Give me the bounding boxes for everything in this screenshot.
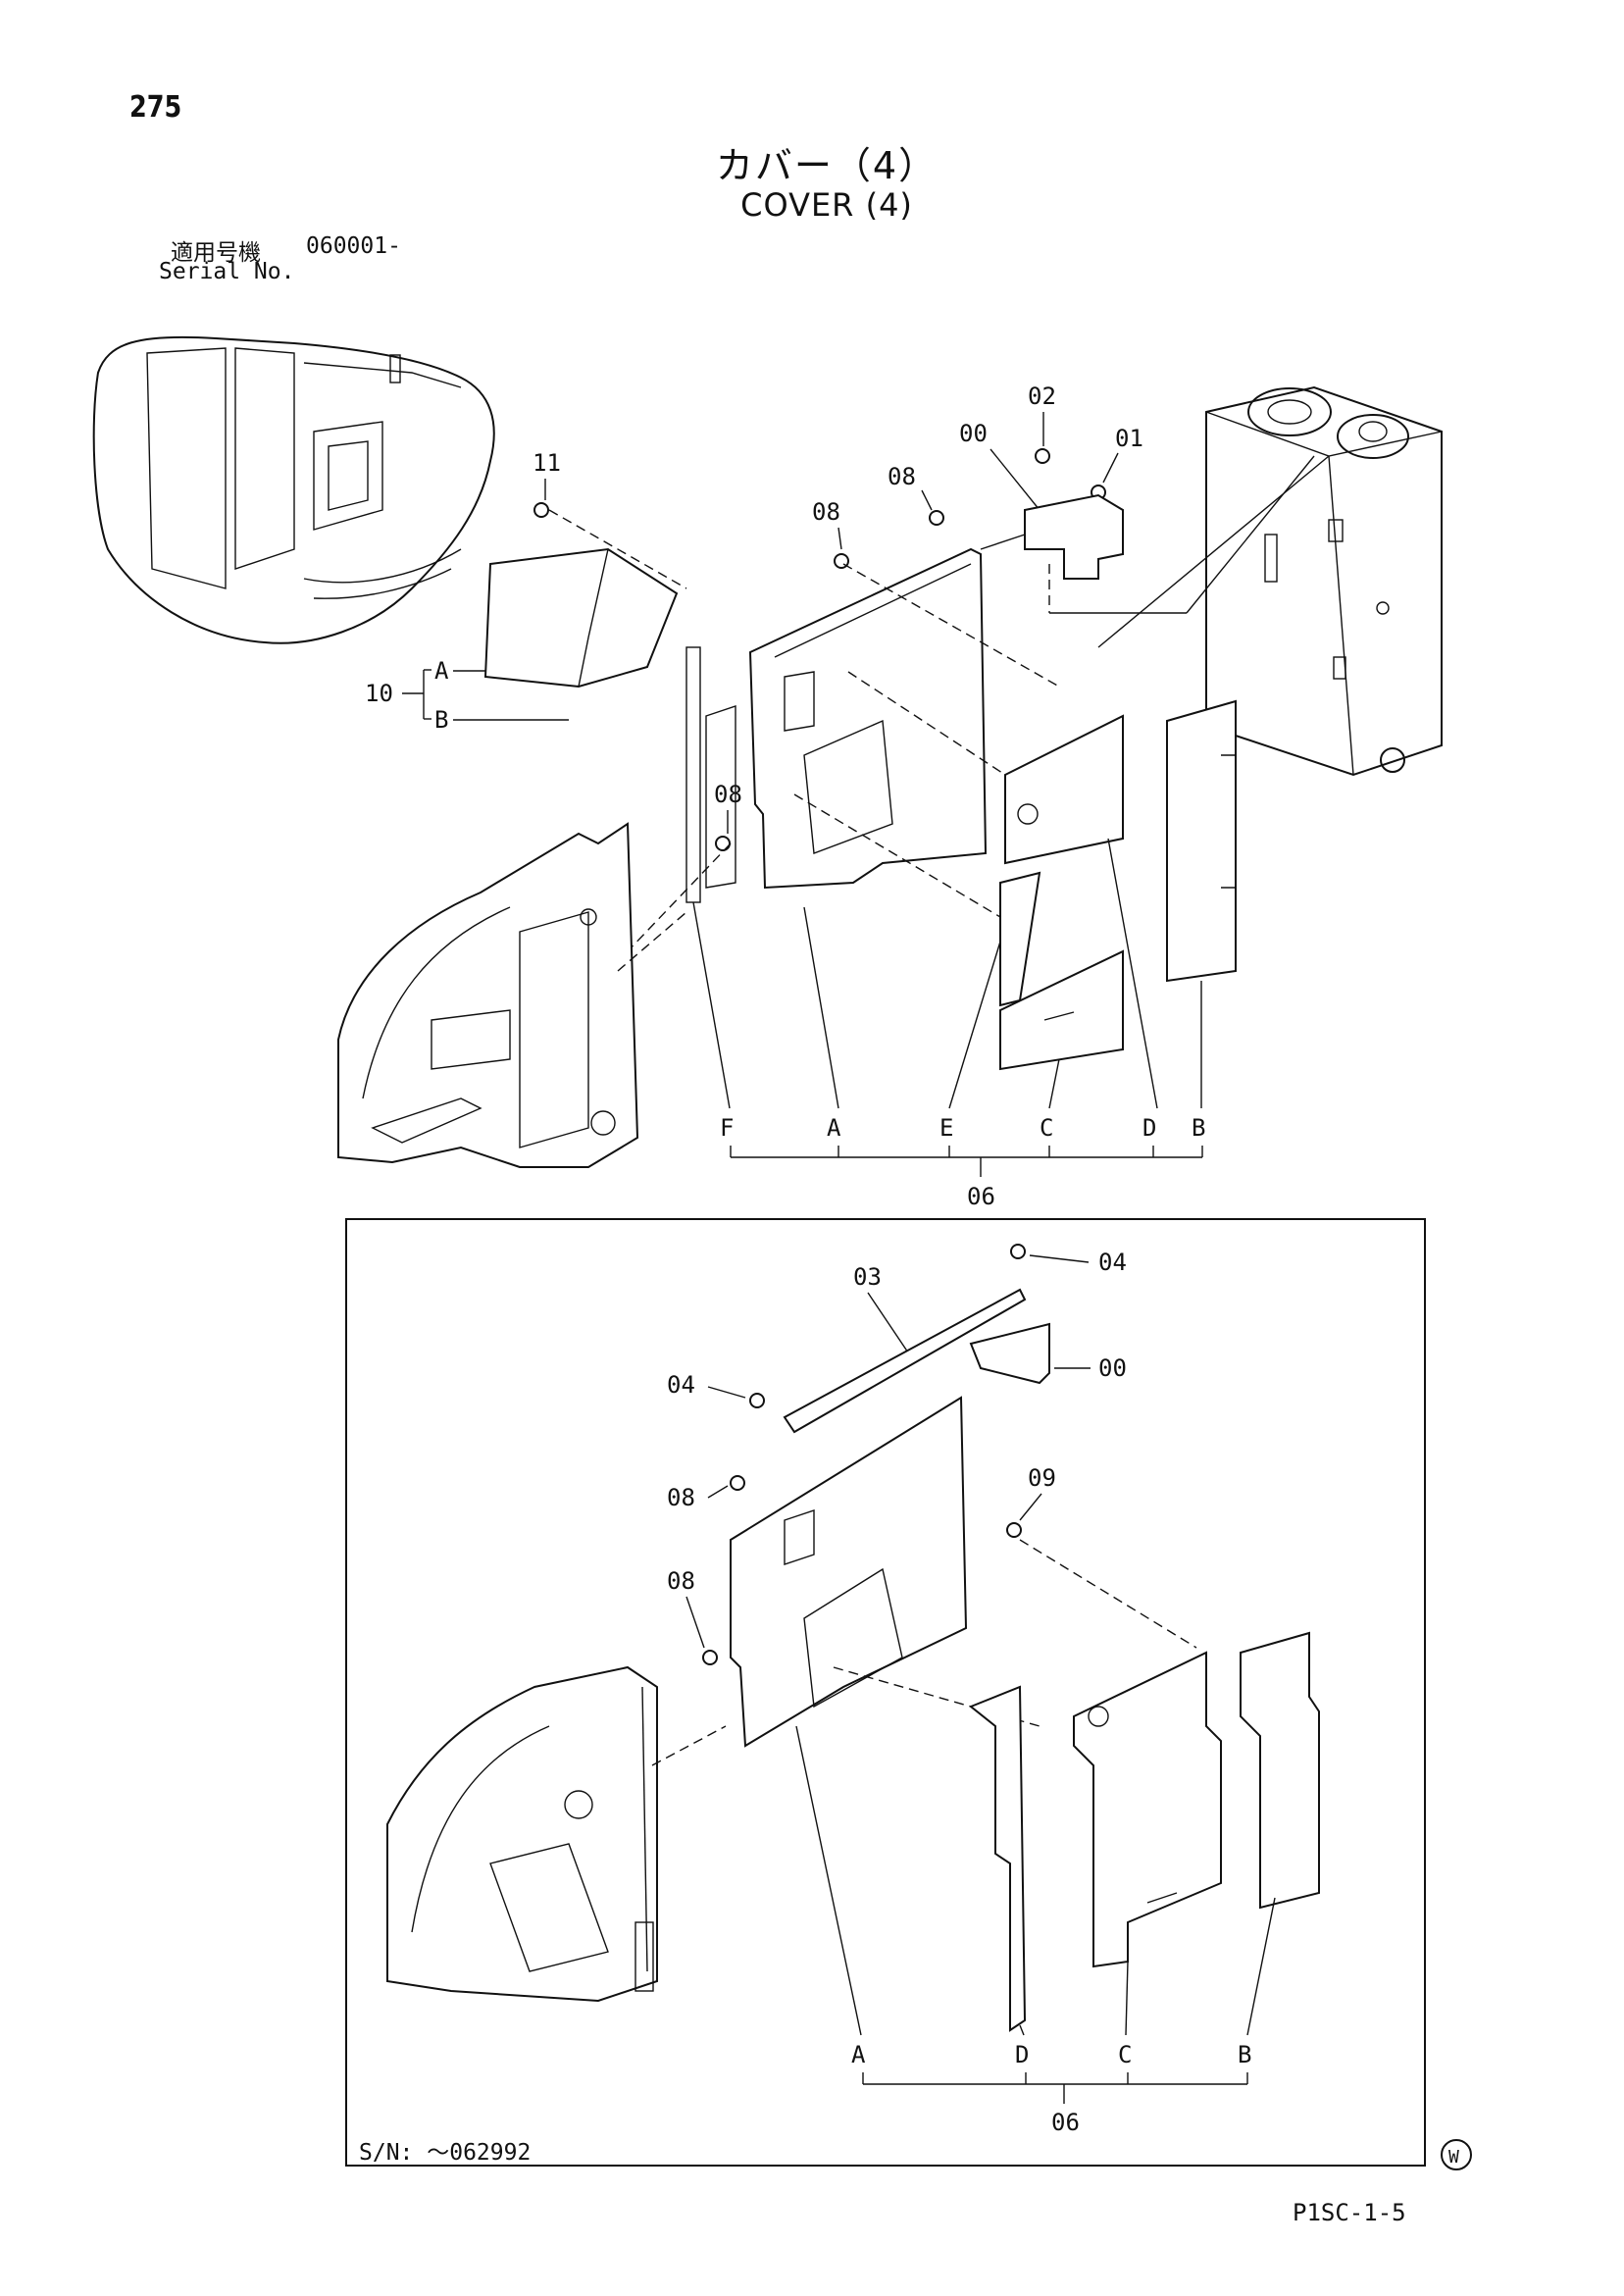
- title-english: COVER (4): [740, 186, 913, 224]
- letter-top-a: A: [827, 1114, 841, 1142]
- svg-text:W: W: [1448, 2147, 1459, 2168]
- top-letter-leaders: [692, 838, 1202, 1109]
- letter-top-b: B: [1192, 1114, 1205, 1142]
- callout-09: 09: [1028, 1464, 1056, 1492]
- callout-10-a: A: [434, 657, 449, 685]
- letter-bottom-c: C: [1118, 2041, 1132, 2068]
- top-panels-drawing: [793, 671, 1237, 1071]
- bottom-letter-leaders: [795, 1725, 1276, 2036]
- group-label-top: 06: [967, 1183, 995, 1210]
- frame-drawing-bottom: [386, 1665, 727, 2003]
- callout-08-top-right: 08: [888, 463, 916, 490]
- callout-04-left: 04: [667, 1371, 695, 1399]
- callout-04-right: 04: [1098, 1249, 1127, 1276]
- serial-label-japanese: 適用号機: [171, 240, 261, 266]
- serial-label-english: Serial No.: [159, 259, 295, 284]
- frame-drawing-top: [337, 822, 687, 1168]
- bottom-bar-03-drawing: 03 04 04 00: [667, 1244, 1127, 1434]
- bottom-group-bracket: A D C B 06: [851, 2041, 1251, 2136]
- callout-01: 01: [1115, 425, 1143, 452]
- letter-top-c: C: [1040, 1114, 1053, 1142]
- callout-10-b: B: [434, 706, 448, 734]
- tank-drawing: [1097, 385, 1443, 777]
- letter-top-f: F: [720, 1114, 734, 1142]
- top-group-bracket: F A E C D B 06: [720, 1114, 1205, 1210]
- callout-08-bottom-upper: 08: [667, 1484, 695, 1511]
- callout-10: 10: [365, 680, 393, 707]
- bottom-cover-plate-drawing: 08 08 09: [667, 1396, 1197, 1748]
- letter-top-e: E: [939, 1114, 953, 1142]
- top-cover-plate-drawing: 08 08 08: [627, 463, 1060, 952]
- callout-02: 02: [1028, 383, 1056, 410]
- bracket-00-drawing: 02 00 01: [959, 383, 1187, 614]
- callout-11: 11: [533, 449, 561, 477]
- title-japanese: カバー（4）: [715, 144, 939, 187]
- callout-08-top-left: 08: [812, 498, 840, 526]
- callout-00-bottom: 00: [1098, 1354, 1127, 1382]
- page-number: 275: [129, 90, 182, 125]
- serial-range-label: S/N: ～062992: [359, 2140, 532, 2166]
- callout-08-middle: 08: [714, 781, 742, 808]
- callout-08-bottom-lower: 08: [667, 1567, 695, 1595]
- serial-number-value: 060001-: [306, 233, 401, 259]
- variant-frame-box: [345, 1218, 1426, 2167]
- callout-03: 03: [853, 1263, 882, 1291]
- bottom-panels-drawing: [969, 1631, 1320, 2032]
- letter-top-d: D: [1142, 1114, 1156, 1142]
- group-label-bottom: 06: [1051, 2109, 1080, 2136]
- letter-bottom-b: B: [1238, 2041, 1251, 2068]
- excavator-overview-drawing: [92, 335, 495, 644]
- drawing-code: P1SC-1-5: [1293, 2199, 1406, 2226]
- callout-00-top: 00: [959, 420, 988, 447]
- w-watermark: W: [1441, 2139, 1472, 2170]
- letter-bottom-d: D: [1015, 2041, 1029, 2068]
- callout-group-10-11: 11 10 A B: [365, 449, 687, 734]
- letter-bottom-a: A: [851, 2041, 866, 2068]
